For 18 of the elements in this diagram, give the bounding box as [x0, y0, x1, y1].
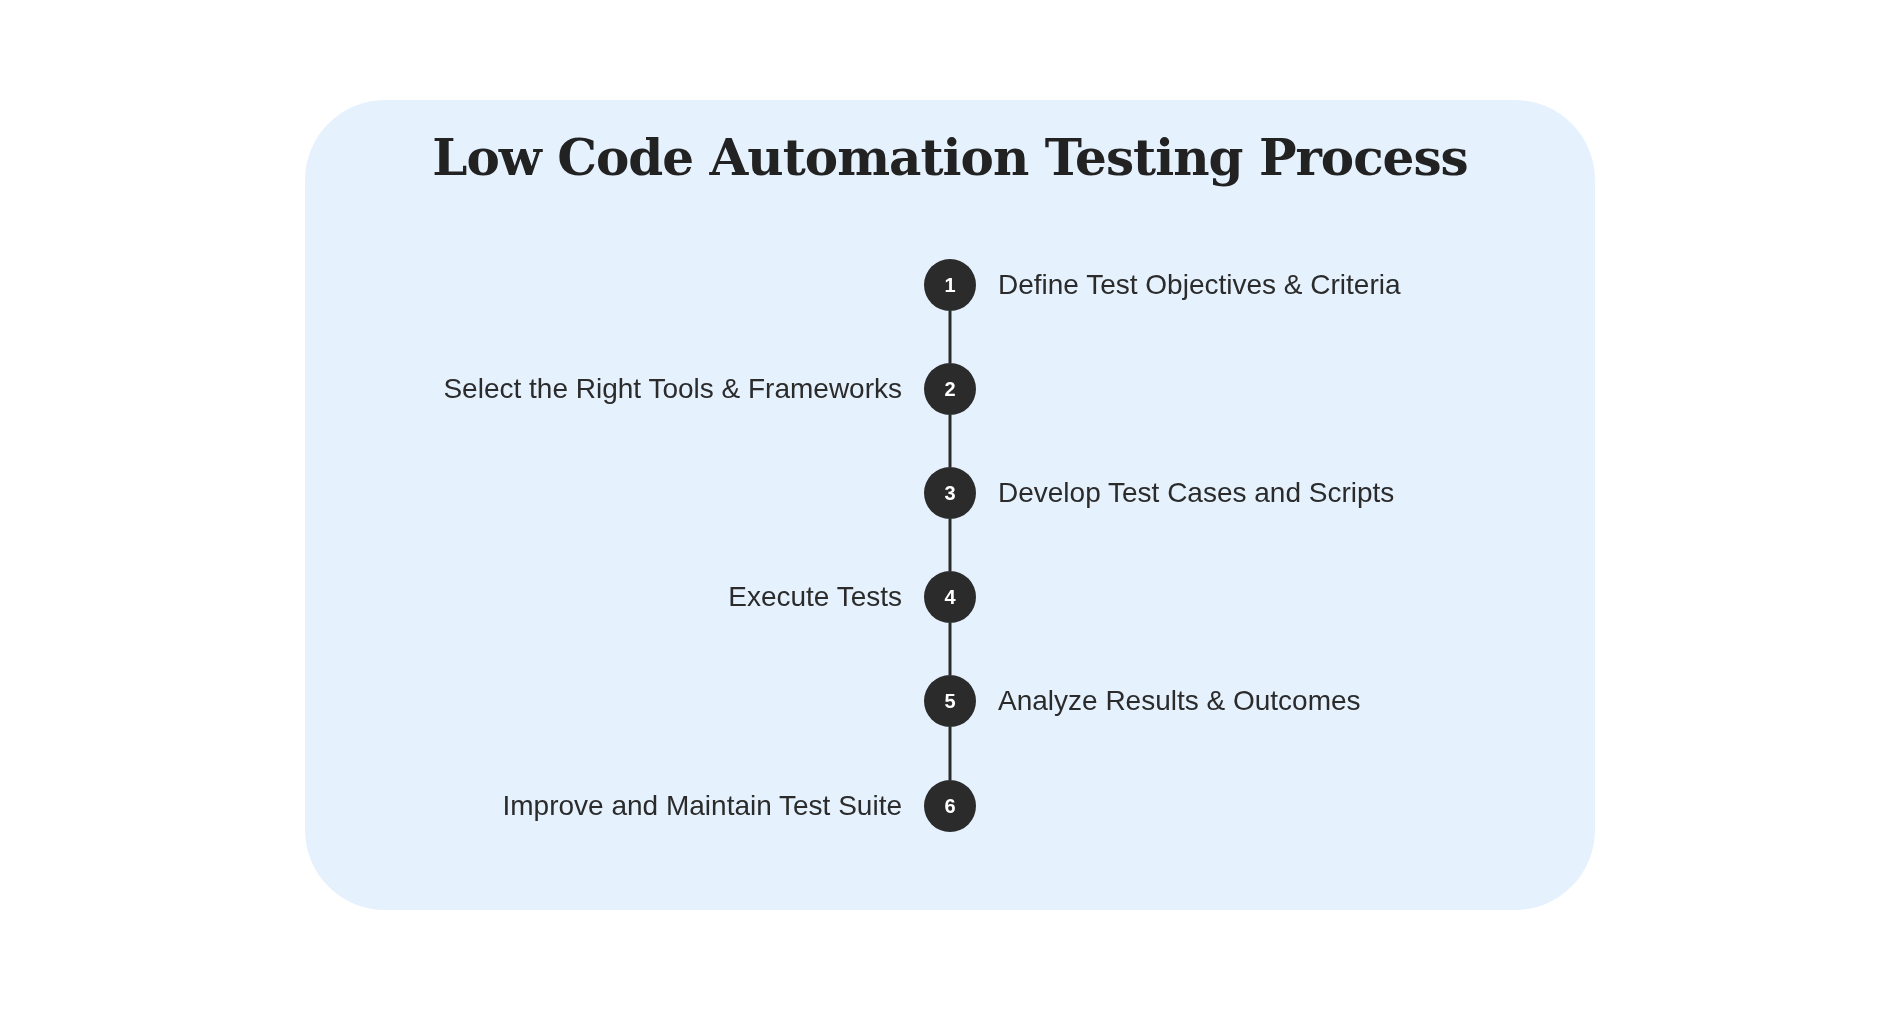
- step-label: Select the Right Tools & Frameworks: [443, 372, 902, 406]
- step-label: Improve and Maintain Test Suite: [502, 789, 902, 823]
- connector-line: [948, 623, 952, 675]
- step-number: 4: [944, 585, 956, 609]
- step-number: 1: [944, 273, 956, 297]
- step-number: 5: [944, 689, 956, 713]
- step-number: 3: [944, 481, 956, 505]
- connector-line: [948, 727, 952, 780]
- diagram-title: Low Code Automation Testing Process: [432, 128, 1468, 187]
- connector-line: [948, 415, 952, 467]
- step-number: 6: [944, 794, 956, 818]
- step-label: Develop Test Cases and Scripts: [998, 476, 1395, 510]
- connector-line: [948, 311, 952, 363]
- step-number: 2: [944, 377, 956, 401]
- connector-line: [948, 519, 952, 571]
- step-label: Analyze Results & Outcomes: [998, 684, 1361, 718]
- step-label: Execute Tests: [728, 580, 902, 614]
- step-label: Define Test Objectives & Criteria: [998, 268, 1401, 302]
